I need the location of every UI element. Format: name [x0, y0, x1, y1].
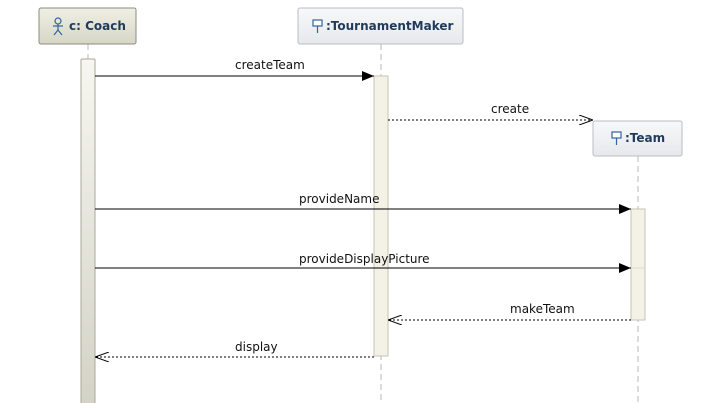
class-icon: [611, 131, 622, 145]
message-provide-display-picture[interactable]: provideDisplayPicture: [95, 252, 631, 273]
message-label: display: [235, 340, 278, 354]
lifeline-header-tournament-maker[interactable]: :TournamentMaker: [297, 7, 464, 45]
message-create[interactable]: create: [388, 102, 593, 120]
activation-bar-team: [630, 208, 646, 321]
activation-bar-tournament-maker: [373, 75, 389, 357]
actor-icon: [53, 17, 63, 36]
message-label: provideDisplayPicture: [299, 252, 430, 266]
message-display[interactable]: display: [95, 340, 374, 357]
message-create-team[interactable]: createTeam: [95, 58, 374, 81]
message-provide-name[interactable]: provideName: [95, 192, 631, 214]
lifeline-header-team[interactable]: :Team: [592, 120, 683, 157]
lifeline-label-tournament-maker: :TournamentMaker: [326, 19, 453, 33]
lifeline-label-team: :Team: [625, 131, 665, 145]
class-icon: [312, 19, 323, 33]
activation-bar-coach: [80, 58, 96, 403]
message-label: createTeam: [235, 58, 305, 72]
message-label: provideName: [299, 192, 379, 206]
lifeline-label-coach: c: Coach: [69, 19, 126, 33]
lifeline-header-coach[interactable]: c: Coach: [38, 7, 137, 45]
message-label: makeTeam: [510, 302, 575, 316]
message-label: create: [491, 102, 529, 116]
message-make-team[interactable]: makeTeam: [388, 302, 631, 320]
